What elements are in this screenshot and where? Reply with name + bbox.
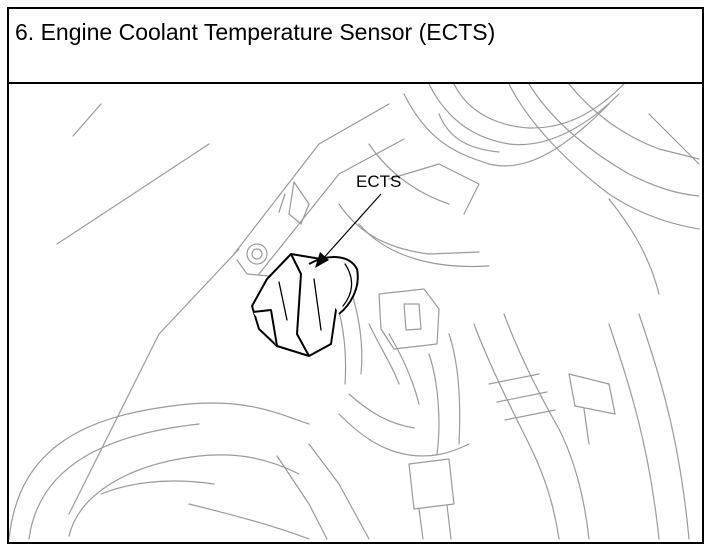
procedure-frame: 6. Engine Coolant Temperature Sensor (EC… (7, 7, 704, 544)
ects-connector (251, 253, 359, 357)
section-title: 6. Engine Coolant Temperature Sensor (EC… (15, 19, 496, 45)
ects-leader-line (320, 193, 382, 262)
ects-arrowhead (315, 252, 329, 268)
ects-callout-label: ECTS (356, 172, 401, 191)
section-header: 6. Engine Coolant Temperature Sensor (EC… (9, 9, 702, 84)
engine-illustration: ECTS (9, 84, 702, 542)
